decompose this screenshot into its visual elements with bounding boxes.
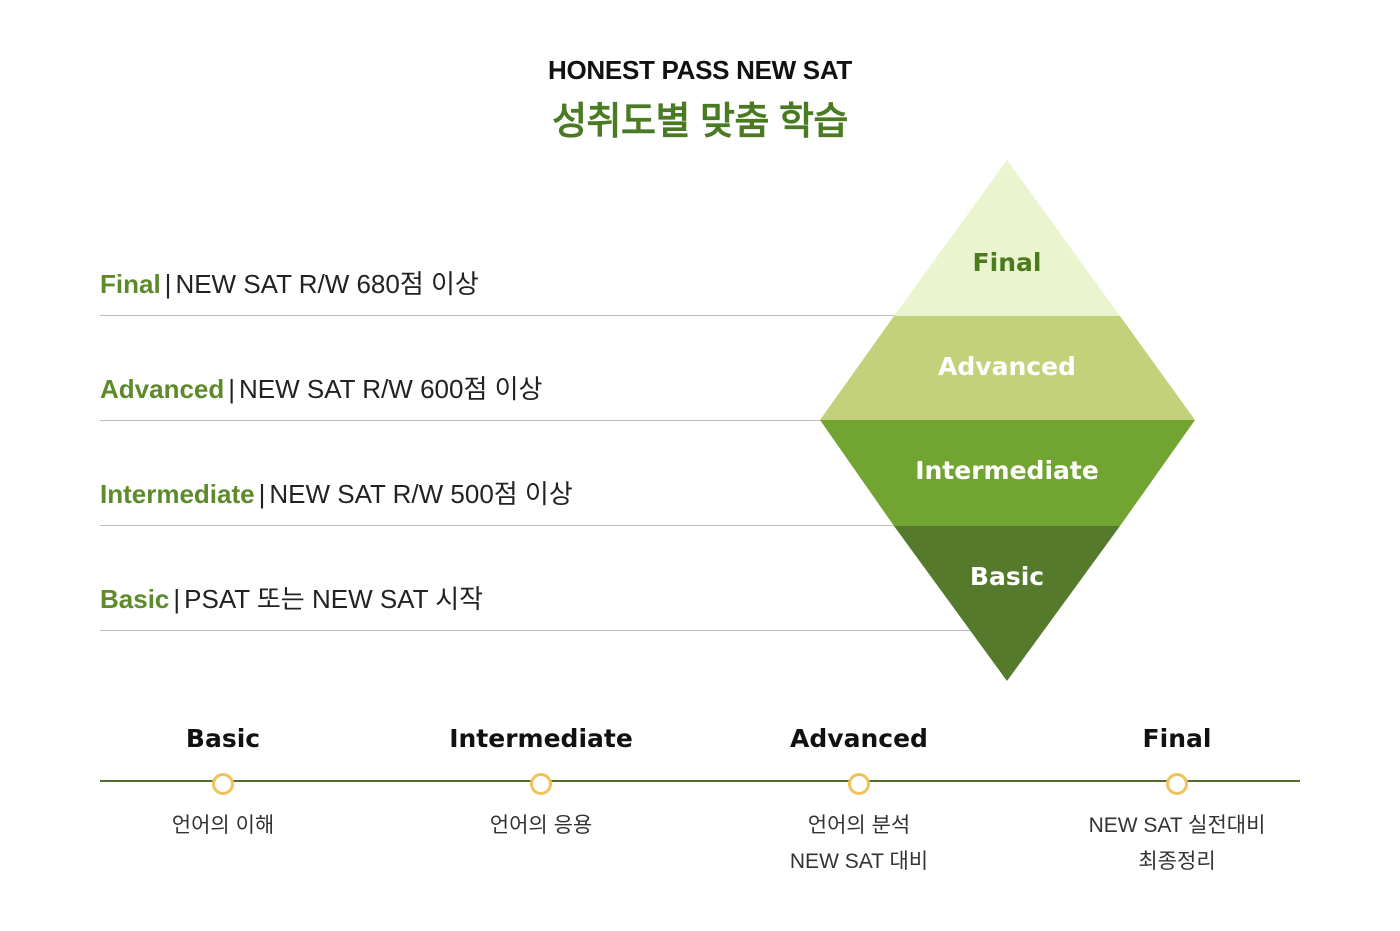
diamond-label: Final [973, 248, 1042, 277]
diamond-label: Intermediate [915, 456, 1099, 485]
timeline-stage-desc: 언어의 응용 [391, 808, 691, 844]
page-title: 성취도별 맞춤 학습 [552, 101, 848, 143]
level-desc: NEW SAT R/W 500점 이상 [269, 479, 573, 509]
level-name: Basic [100, 584, 170, 614]
timeline-dot [1166, 773, 1188, 795]
diamond-label: Advanced [938, 352, 1076, 381]
level-separator: | [228, 374, 236, 404]
level-separator: | [173, 584, 181, 614]
timeline-desc-line: 최종정리 [1138, 850, 1216, 873]
timeline-stage-title: Basic [185, 724, 261, 753]
timeline-desc-line: 언어의 이해 [171, 814, 275, 837]
level-desc: PSAT 또는 NEW SAT 시작 [184, 584, 484, 614]
timeline-desc-line: NEW SAT 대비 [789, 850, 929, 873]
timeline-stage-title: Final [1142, 724, 1212, 753]
level-desc: NEW SAT R/W 600점 이상 [239, 374, 543, 404]
header-subtitle: HONEST PASS NEW SAT [548, 55, 852, 85]
timeline-dot [212, 773, 234, 795]
level-row-final: Final|NEW SAT R/W 680점 이상 [100, 264, 479, 304]
diamond-label: Basic [970, 562, 1044, 591]
diamond-band-intermediate [820, 420, 1195, 526]
timeline-dot [530, 773, 552, 795]
divider-line [100, 420, 825, 421]
level-separator: | [164, 269, 172, 299]
timeline-stage-desc: NEW SAT 실전대비 최종정리 [1027, 808, 1327, 880]
level-desc: NEW SAT R/W 680점 이상 [175, 269, 479, 299]
timeline-desc-line: NEW SAT 실전대비 [1088, 814, 1266, 837]
timeline-dot [848, 773, 870, 795]
divider-line [100, 315, 900, 316]
timeline-stage-title: Intermediate [449, 724, 633, 753]
timeline-stage-desc: 언어의 이해 [73, 808, 373, 844]
level-name: Final [100, 269, 161, 299]
level-row-advanced: Advanced|NEW SAT R/W 600점 이상 [100, 369, 542, 409]
diamond-band-final [894, 160, 1120, 316]
timeline-desc-line: 언어의 분석 [807, 814, 911, 837]
diamond-band-basic [894, 526, 1120, 681]
timeline-stage-title: Advanced [790, 724, 928, 753]
divider-line [100, 525, 900, 526]
level-name: Intermediate [100, 479, 255, 509]
timeline-desc-line: 언어의 응용 [489, 814, 593, 837]
level-row-intermediate: Intermediate|NEW SAT R/W 500점 이상 [100, 474, 573, 514]
diamond-band-advanced [820, 316, 1195, 420]
divider-line [100, 630, 975, 631]
level-name: Advanced [100, 374, 225, 404]
level-separator: | [258, 479, 266, 509]
timeline-axis [100, 780, 1300, 782]
level-row-basic: Basic|PSAT 또는 NEW SAT 시작 [100, 579, 483, 619]
timeline-stage-desc: 언어의 분석 NEW SAT 대비 [709, 808, 1009, 880]
level-diamond: Final Advanced Intermediate Basic [820, 160, 1195, 681]
